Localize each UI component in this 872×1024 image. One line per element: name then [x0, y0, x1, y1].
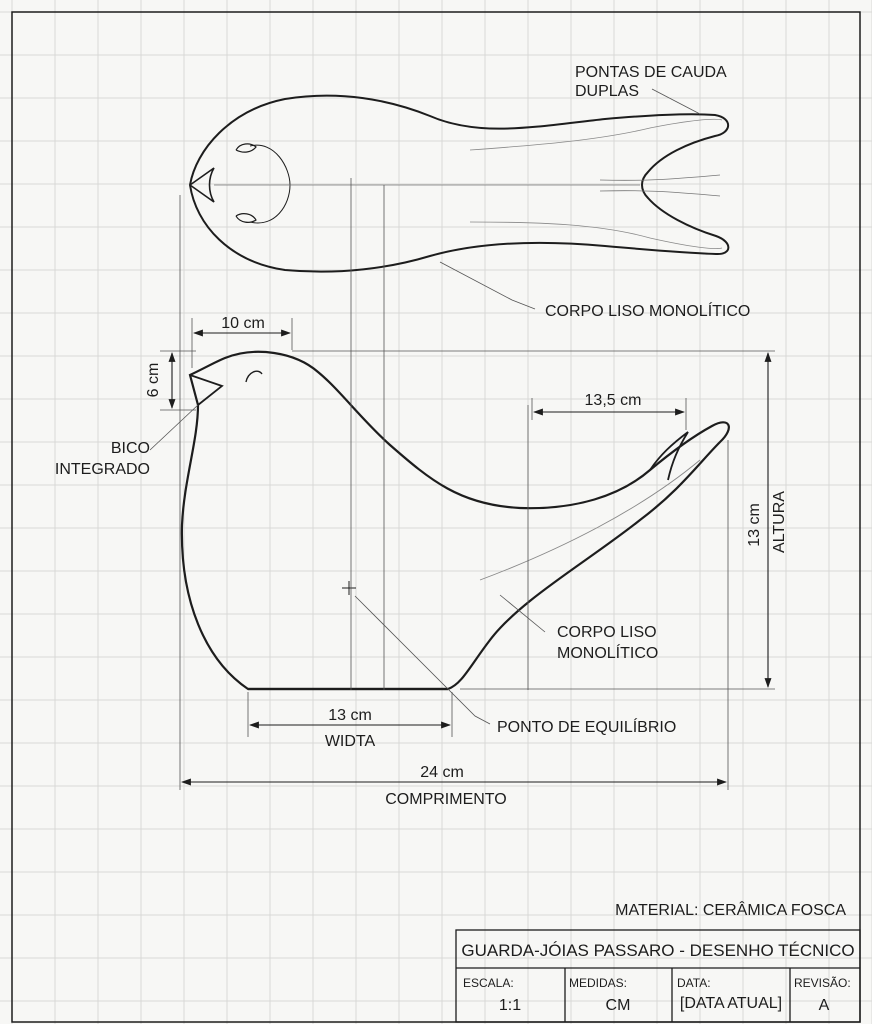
- top-view: [188, 94, 730, 273]
- top-view-midline: [214, 174, 721, 197]
- top-view-eye-lower: [235, 213, 257, 223]
- field-scale-value: 1:1: [499, 997, 521, 1014]
- dimension-lines: [168, 329, 772, 786]
- label-tail-tips-1: PONTAS DE CAUDA: [575, 64, 727, 81]
- label-beak-2: INTEGRADO: [55, 461, 150, 478]
- dim-text-height: 13 cm: [746, 503, 763, 547]
- dim-text-length: 24 cm: [420, 764, 464, 781]
- leader-top-body: [439, 261, 536, 310]
- dim-text-beak-width: 10 cm: [221, 315, 265, 332]
- dim-text-height-label: ALTURA: [771, 491, 788, 553]
- dim-text-tail-length: 13,5 cm: [585, 392, 642, 409]
- leader-balance: [354, 595, 491, 725]
- field-date-value: [DATA ATUAL]: [680, 995, 782, 1012]
- top-view-beak: [189, 167, 215, 203]
- field-units-value: CM: [606, 997, 631, 1014]
- side-view: [180, 350, 730, 691]
- dim-text-base-label: WIDTA: [325, 733, 376, 750]
- field-revision-value: A: [819, 997, 830, 1014]
- dim-text-base-width: 13 cm: [328, 707, 372, 724]
- field-revision-header: REVISÃO:: [794, 976, 851, 990]
- title-block: [455, 929, 861, 1023]
- field-scale-header: ESCALA:: [463, 976, 514, 990]
- dim-text-length-label: COMPRIMENTO: [385, 791, 506, 808]
- annotations: PONTAS DE CAUDA DUPLAS CORPO LISO MONOLÍ…: [55, 64, 788, 808]
- sheet-border: [11, 11, 861, 1023]
- side-view-beak: [189, 374, 224, 406]
- label-side-body-2: MONOLÍTICO: [557, 643, 658, 662]
- side-view-tail-split: [649, 431, 689, 481]
- field-date-header: DATA:: [677, 976, 711, 990]
- material-note: MATERIAL: CERÂMICA FOSCA: [615, 900, 846, 919]
- label-beak-1: BICO: [111, 440, 150, 457]
- title-block-frame: [455, 929, 861, 1023]
- construction-lines: [149, 88, 775, 790]
- field-units-header: MEDIDAS:: [569, 976, 627, 990]
- side-view-eye: [245, 370, 263, 383]
- top-view-shade-lower: [469, 221, 723, 249]
- side-view-sheen: [479, 459, 701, 581]
- leader-beak: [149, 404, 199, 451]
- leader-tail-tips: [651, 88, 701, 115]
- dim-text-beak-height: 6 cm: [145, 363, 162, 398]
- label-top-body: CORPO LISO MONOLÍTICO: [545, 301, 750, 320]
- label-tail-tips-2: DUPLAS: [575, 83, 639, 100]
- label-side-body-1: CORPO LISO: [557, 624, 657, 641]
- top-view-eye-upper: [235, 143, 257, 153]
- title-block-title: GUARDA-JÓIAS PASSARO - DESENHO TÉCNICO: [461, 941, 854, 960]
- leader-side-body: [499, 594, 546, 633]
- label-balance-point: PONTO DE EQUILÍBRIO: [497, 717, 676, 736]
- top-view-outline: [188, 94, 730, 273]
- top-view-shade-upper: [469, 118, 723, 151]
- side-view-outline: [180, 350, 730, 691]
